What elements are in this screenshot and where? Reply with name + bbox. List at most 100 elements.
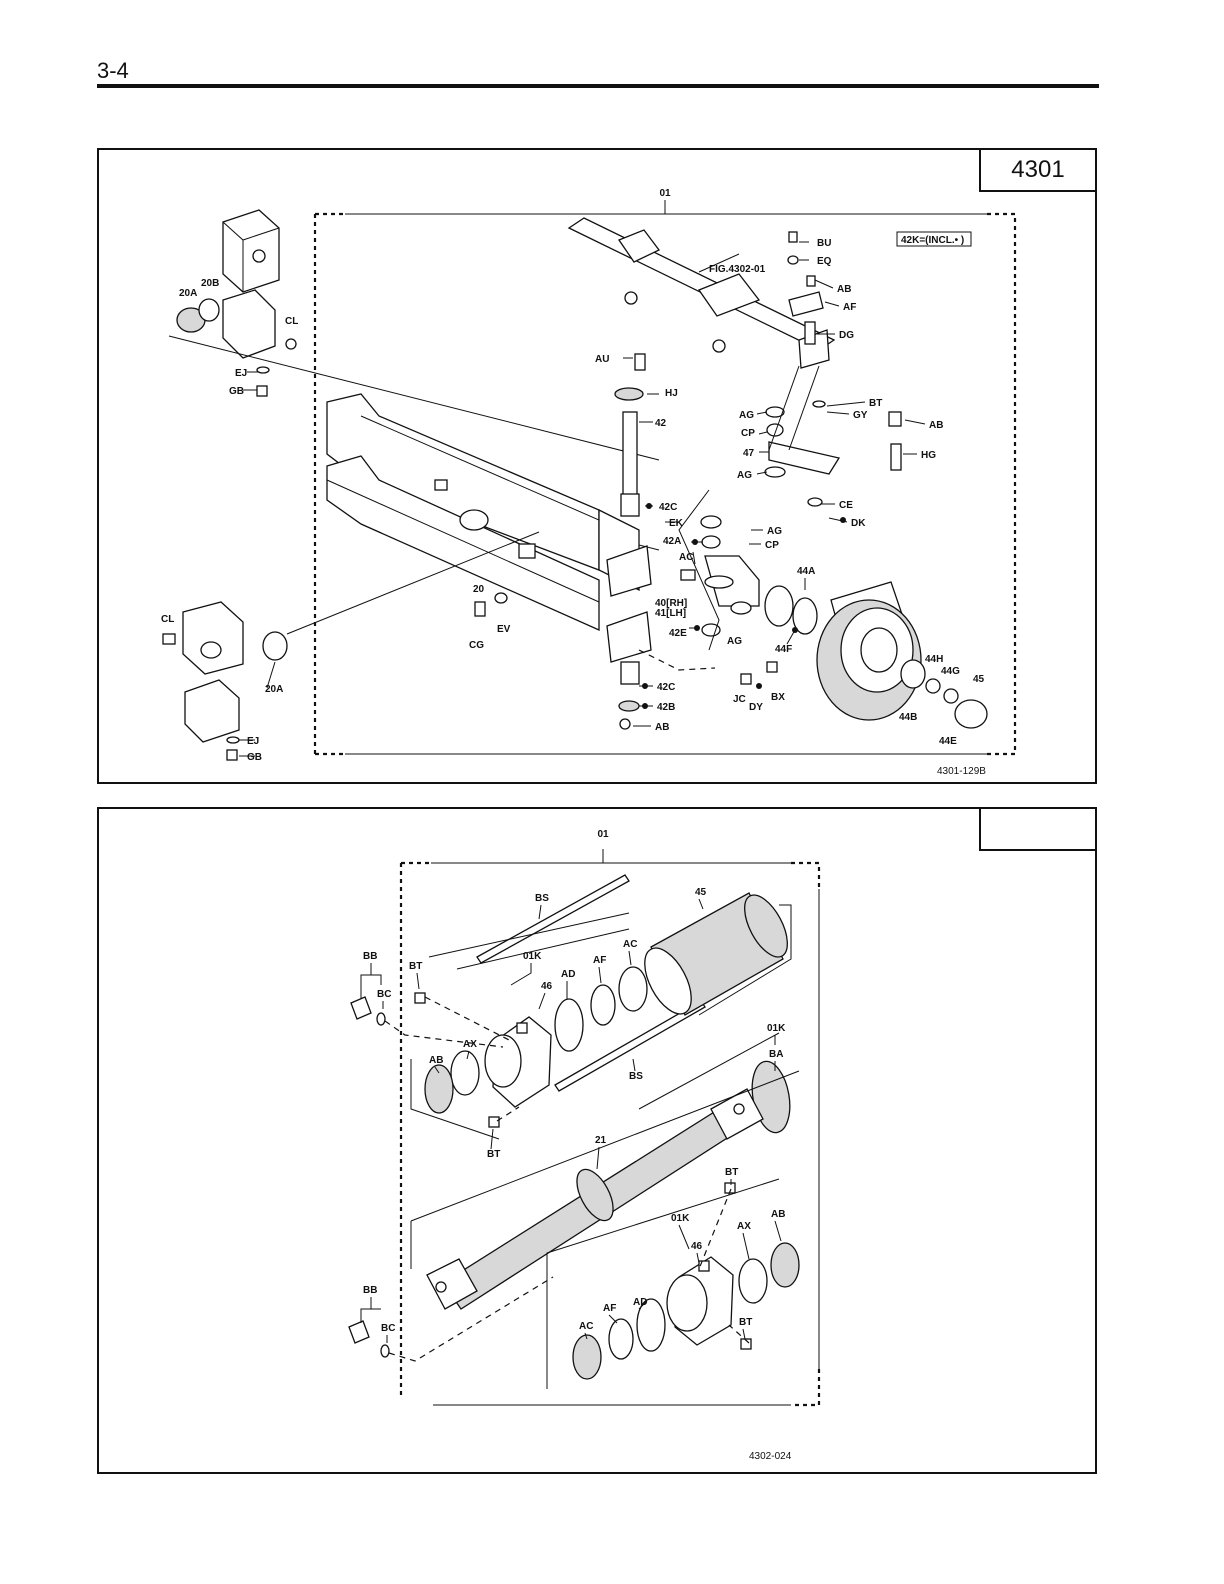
steering-link: [764, 231, 902, 507]
callout-AB-right: AB: [771, 1209, 785, 1220]
callout-AD-bot: AD: [633, 1297, 647, 1308]
callout-20A-top: 20A: [179, 288, 197, 299]
page-number: 3-4: [97, 58, 129, 83]
callout-21: 21: [595, 1135, 607, 1146]
callout-44H: 44H: [925, 654, 943, 665]
callout-AD-top: AD: [561, 969, 575, 980]
callout-42: 42: [655, 418, 667, 429]
callout-46-bot: 46: [691, 1241, 703, 1252]
piston-rod: [426, 1088, 764, 1310]
callout-45: 45: [695, 887, 707, 898]
callout-BS-mid: BS: [629, 1071, 643, 1082]
axle-beam: [326, 393, 660, 632]
callout-CL-bot: CL: [161, 614, 174, 625]
exploded-view-steer-axle: 20A 20B CL EJ GB AU HJ 42 42C EK 42A AC …: [161, 188, 1017, 777]
nut-BT-bot: [740, 1338, 752, 1350]
callout-42A: 42A: [663, 536, 681, 547]
callout-BB-top: BB: [363, 951, 377, 962]
callout-CP-1: CP: [741, 428, 755, 439]
nut-BT-mid: [488, 1116, 500, 1128]
callout-AU: AU: [595, 354, 609, 365]
seal-AF-bot: [608, 1318, 634, 1360]
callout-AF-bot: AF: [603, 1303, 616, 1314]
bushing-AX-right: [738, 1258, 768, 1304]
callout-42B: 42B: [657, 702, 675, 713]
callout-20: 20: [473, 584, 485, 595]
callout-AB-1: AB: [837, 284, 851, 295]
callout-CP-2: CP: [765, 540, 779, 551]
callout-AF-top: AF: [593, 955, 606, 966]
figure-panel-cylinder: BS 45 AC AF AD 01K 46 BB BC BT AB AX BS …: [97, 807, 1097, 1474]
steering-cylinder-ref: [567, 217, 836, 369]
callout-EJ-bot: EJ: [247, 736, 259, 747]
seal-AF-top: [590, 984, 616, 1026]
seal-AB-right: [770, 1242, 800, 1288]
callout-20B: 20B: [201, 278, 219, 289]
callout-44A: 44A: [797, 566, 815, 577]
kit-note: 42K=(INCL.• ): [901, 235, 964, 246]
callout-42C-bot: 42C: [657, 682, 675, 693]
callout-DG: DG: [839, 330, 854, 341]
seal-AB-left: [424, 1064, 454, 1114]
drawing-reference: 4301-129B: [937, 766, 986, 777]
callout-AX-left: AX: [463, 1039, 477, 1050]
callout-01K-bot: 01K: [671, 1213, 690, 1224]
callout-DK: DK: [851, 518, 866, 529]
callout-JC: JC: [733, 694, 746, 705]
callout-47: 47: [743, 448, 755, 459]
callout-HG: HG: [921, 450, 936, 461]
cylinder-barrel: [644, 892, 788, 1016]
fitting-BB-bot: [348, 1320, 390, 1358]
fitting-BB-top: [350, 996, 386, 1026]
callout-BB-bot: BB: [363, 1285, 377, 1296]
callout-GB-top: GB: [229, 386, 244, 397]
header-rule: [97, 84, 1099, 88]
callout-CE: CE: [839, 500, 853, 511]
gland-upper: [484, 1016, 552, 1108]
callout-EQ: EQ: [817, 256, 832, 267]
callout-BT-bot: BT: [739, 1317, 752, 1328]
bushing-AX-left: [450, 1050, 480, 1096]
callout-AC-bot: AC: [579, 1321, 593, 1332]
callout-AB-left: AB: [429, 1055, 443, 1066]
callout-GY: GY: [853, 410, 868, 421]
callout-BT-right: BT: [725, 1167, 738, 1178]
callout-CL-top: CL: [285, 316, 298, 327]
figure-number-box-2: [979, 807, 1097, 851]
callout-BU: BU: [817, 238, 831, 249]
seal-AD-top: [554, 998, 584, 1052]
callout-42E: 42E: [669, 628, 687, 639]
nut-BT-top: [414, 992, 426, 1004]
callout-BC-top: BC: [377, 989, 391, 1000]
callout-BS-top: BS: [535, 893, 549, 904]
callout-AC-top: AC: [623, 939, 637, 950]
callout-AB-bot: AB: [655, 722, 669, 733]
figure-panel-4301: 4301: [97, 148, 1097, 784]
callout-44F: 44F: [775, 644, 792, 655]
callout-AC: AC: [679, 552, 693, 563]
callout-AF: AF: [843, 302, 856, 313]
callout-01K-right: 01K: [767, 1023, 786, 1034]
cross-reference-label: FIG.4302-01: [709, 264, 766, 275]
callout-EK: EK: [669, 518, 684, 529]
callout-GB-bot: GB: [247, 752, 262, 763]
assembly-label-2: 01: [597, 829, 609, 840]
callout-BC-bot: BC: [381, 1323, 395, 1334]
callout-BT: BT: [869, 398, 882, 409]
callout-44B: 44B: [899, 712, 917, 723]
callout-44G: 44G: [941, 666, 960, 677]
callout-AB-2: AB: [929, 420, 943, 431]
callout-41: 41[LH]: [655, 608, 686, 619]
callout-BT-top: BT: [409, 961, 422, 972]
callout-AG-1: AG: [739, 410, 754, 421]
king-pin-stack: [606, 353, 760, 730]
wheel-assembly: [740, 581, 988, 729]
lower-bearing-cap: [162, 592, 508, 761]
callout-AG-2: AG: [737, 470, 752, 481]
seal-AD-bot: [636, 1298, 666, 1352]
callout-42C-top: 42C: [659, 502, 677, 513]
callout-40: 40[RH]: [655, 598, 687, 609]
callout-20A-bot: 20A: [265, 684, 283, 695]
assembly-label: 01: [659, 188, 671, 199]
callout-CG: CG: [469, 640, 484, 651]
